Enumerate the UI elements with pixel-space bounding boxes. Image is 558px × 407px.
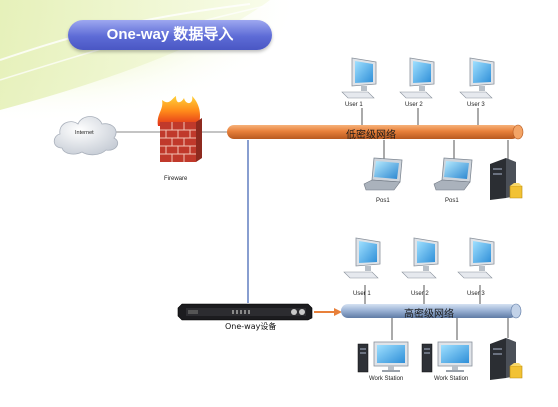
workstation-label: Work Station (434, 376, 469, 382)
desktop-monitor-icon (399, 57, 435, 99)
workstation-icon (357, 341, 409, 373)
high-network-label: 高密级网络 (404, 309, 454, 320)
work-station (356, 338, 412, 383)
desktop-monitor-icon (457, 237, 495, 279)
laptop-label: Pos1 (376, 198, 390, 204)
user-label: User 3 (467, 291, 485, 297)
user-label: User 2 (405, 102, 423, 108)
high-network-pipe (341, 303, 522, 319)
oneway-device-label: One-way设备 (225, 322, 277, 331)
oneway-arrow-head (334, 308, 342, 316)
user-workstation (456, 56, 502, 107)
laptop (432, 156, 476, 201)
laptop (362, 156, 406, 201)
workstation-icon (421, 341, 473, 373)
internet-cloud-icon (53, 116, 119, 156)
user-workstation (454, 236, 502, 289)
page-title: One-way 数据导入 (68, 20, 272, 50)
laptop-icon (433, 157, 473, 191)
user-label: User 3 (467, 102, 485, 108)
work-station (420, 338, 476, 383)
user-workstation (340, 236, 388, 289)
internet-label: Internet (75, 130, 94, 136)
laptop-label: Pos1 (445, 198, 459, 204)
desktop-monitor-icon (401, 237, 439, 279)
laptop-icon (363, 157, 403, 191)
user-workstation (338, 56, 384, 107)
oneway-device-icon (177, 303, 313, 321)
low-network-label: 低密级网络 (346, 130, 396, 141)
server-icon (490, 338, 523, 380)
firewall-label: Fireware (164, 176, 188, 182)
user-label: User 1 (353, 291, 371, 297)
firewall-icon (157, 96, 202, 162)
server-icon (490, 158, 523, 200)
workstation-label: Work Station (369, 376, 404, 382)
desktop-monitor-icon (459, 57, 495, 99)
user-workstation (398, 236, 446, 289)
user-label: User 1 (345, 102, 363, 108)
low-network-pipe (227, 124, 524, 140)
desktop-monitor-icon (341, 57, 377, 99)
user-workstation (396, 56, 442, 107)
desktop-monitor-icon (343, 237, 381, 279)
user-label: User 2 (411, 291, 429, 297)
